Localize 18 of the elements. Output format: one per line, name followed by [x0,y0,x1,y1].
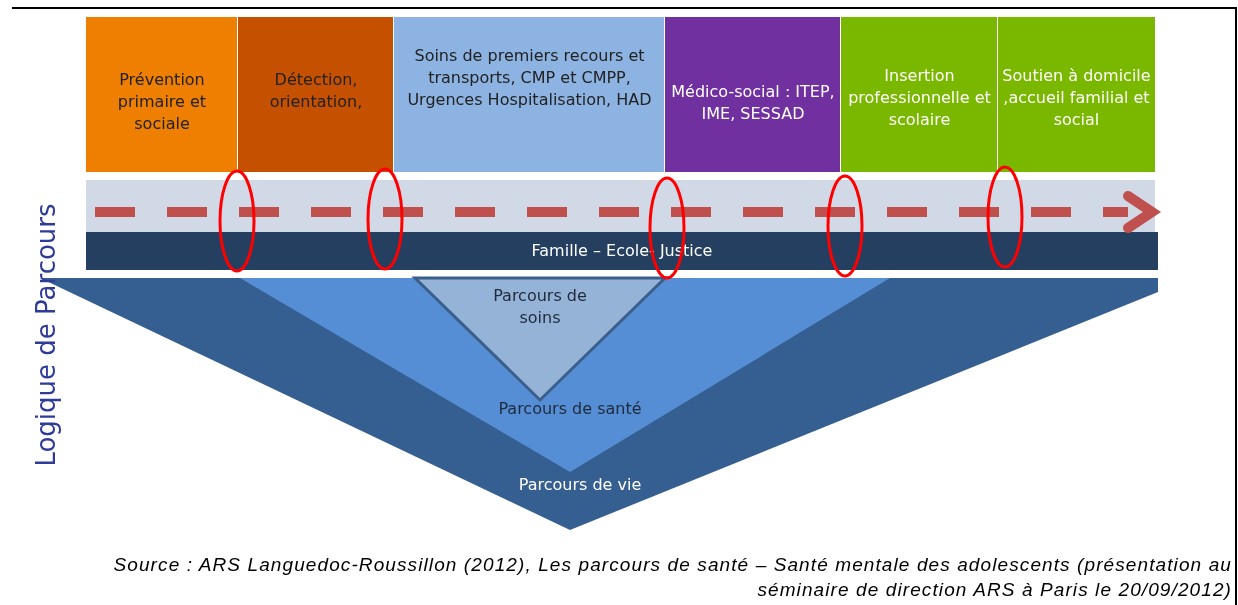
stage-box [665,17,841,172]
stage-box [86,17,238,172]
node-label: Insertion professionnelle et scolaire [847,65,992,131]
node-label: Détection, orientation, [268,69,364,113]
node-label: Médico-social : ITEP, IME, SESSAD [670,81,836,125]
node-label: Parcours de soins [492,285,588,329]
stage-box [394,17,665,172]
node-label: Parcours de vie [517,474,643,496]
context-band [86,232,1158,270]
node-label: Prévention primaire et sociale [116,69,208,135]
stage-box [841,17,998,172]
caption: Source : ARS Languedoc-Roussillon (2012), Les parcours de santé – Santé mentale des adolescents (présentation au séminaire de direction ARS à Paris le 20/09/2012) [112,553,1232,602]
stage-box [238,17,394,172]
axis-label: Logique de Parcours [31,203,61,467]
stage-box [998,17,1155,172]
node-label: Parcours de santé [497,398,643,420]
node-label: Soins de premiers recours et transports, CMP et CMPP, Urgences Hospitalisation, HAD [406,45,653,111]
node-label: Soutien à domicile ,accueil familial et social [1002,65,1151,131]
